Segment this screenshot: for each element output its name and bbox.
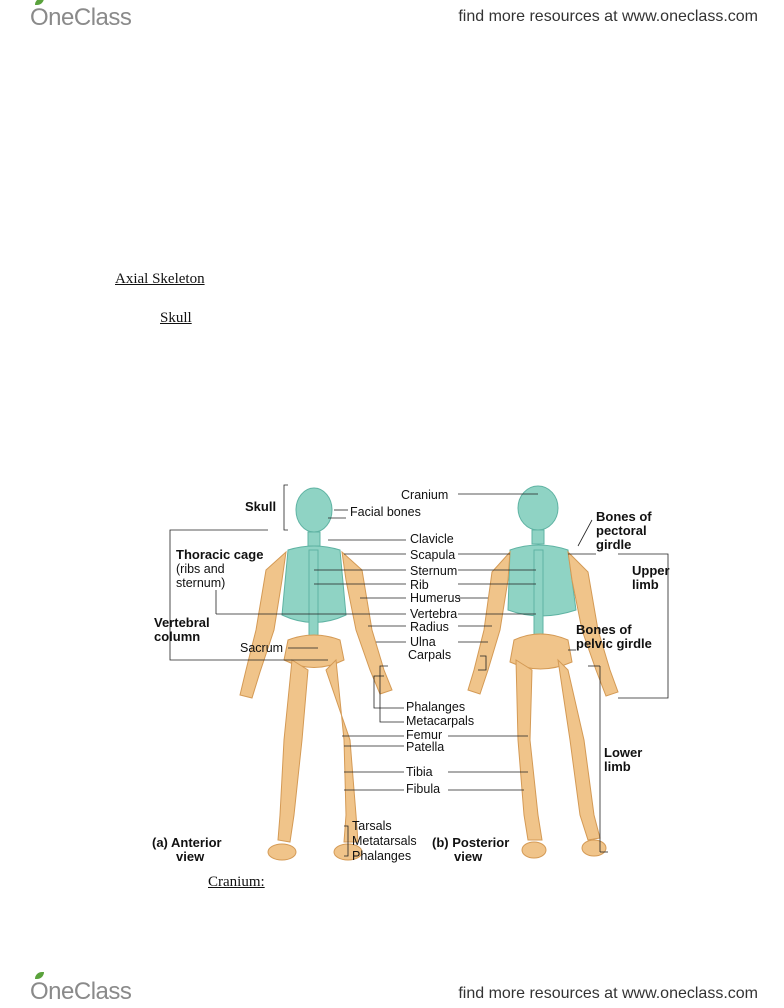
posterior-skeleton — [467, 485, 619, 859]
label-ulna: Ulna — [410, 635, 436, 649]
label-sternum-paren: sternum) — [176, 576, 226, 590]
oneclass-logo-bottom[interactable]: OneClass — [30, 972, 132, 1006]
anterior-skeleton — [239, 487, 393, 861]
label-anterior-a: (a) Anterior — [152, 835, 222, 850]
label-upper: Upper — [632, 563, 670, 578]
label-posterior-b: (b) Posterior — [432, 835, 510, 850]
heading-axial-skeleton: Axial Skeleton — [115, 271, 205, 287]
leaf-icon — [35, 972, 44, 979]
label-rib: Rib — [410, 578, 429, 592]
label-thoracic-cage: Thoracic cage — [176, 547, 264, 562]
skeleton-illustration — [169, 484, 669, 861]
label-fibula: Fibula — [406, 782, 441, 796]
heading-skull: Skull — [160, 310, 192, 326]
label-pectoral: pectoral — [596, 523, 647, 538]
label-scapula: Scapula — [410, 548, 456, 562]
skeleton-figure: Skull Cranium Facial bones Thoracic cage… — [148, 480, 678, 870]
label-ribs-and: (ribs and — [176, 562, 225, 576]
label-bones-of-pectoral: Bones of — [596, 509, 652, 524]
label-vertebral: Vertebral — [154, 615, 210, 630]
label-anterior-view: view — [176, 849, 205, 864]
label-tibia: Tibia — [406, 765, 433, 779]
label-facial-bones: Facial bones — [350, 505, 421, 519]
label-cranium: Cranium — [401, 488, 449, 502]
label-pelvic-girdle: pelvic girdle — [576, 636, 652, 651]
heading-cranium: Cranium: — [208, 874, 265, 890]
oneclass-logo-top[interactable]: OneClass — [30, 0, 132, 32]
logo-text: OneClass — [30, 4, 132, 31]
label-bones-of-pelvic: Bones of — [576, 622, 632, 637]
label-metacarpals: Metacarpals — [406, 714, 475, 728]
label-vertebra: Vertebra — [410, 607, 458, 621]
label-phalanges-foot: Phalanges — [352, 849, 412, 863]
label-metatarsals: Metatarsals — [352, 834, 417, 848]
label-humerus: Humerus — [410, 591, 461, 605]
label-posterior-view: view — [454, 849, 483, 864]
leader-lines — [169, 484, 669, 857]
label-clavicle: Clavicle — [410, 532, 454, 546]
label-radius: Radius — [410, 620, 449, 634]
label-lower-limb: limb — [604, 759, 631, 774]
label-skull: Skull — [245, 499, 277, 514]
label-femur: Femur — [406, 728, 443, 742]
promo-link-bottom[interactable]: find more resources at www.oneclass.com — [458, 985, 758, 1002]
label-girdle: girdle — [596, 537, 632, 552]
label-lower: Lower — [604, 745, 643, 760]
promo-link-top[interactable]: find more resources at www.oneclass.com — [458, 8, 758, 25]
label-carpals: Carpals — [408, 648, 452, 662]
label-column: column — [154, 629, 201, 644]
label-phalanges-hand: Phalanges — [406, 700, 466, 714]
label-sternum: Sternum — [410, 564, 458, 578]
leaf-icon — [35, 0, 44, 5]
label-tarsals: Tarsals — [352, 819, 392, 833]
label-sacrum: Sacrum — [240, 641, 284, 655]
label-patella: Patella — [406, 740, 445, 754]
label-upper-limb: limb — [632, 577, 659, 592]
logo-text: OneClass — [30, 978, 132, 1005]
